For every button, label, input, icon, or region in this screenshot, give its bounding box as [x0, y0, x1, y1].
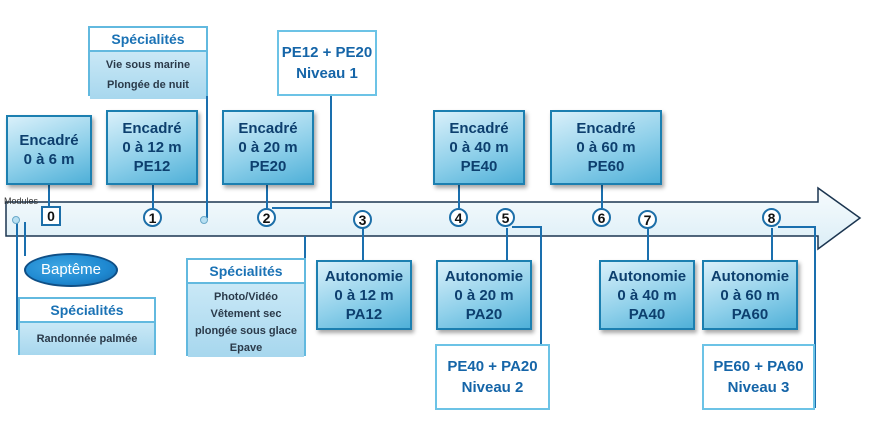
encadre-box-pe20: Encadré 0 à 20 m PE20	[222, 110, 314, 185]
niveau-combo: PE60 + PA60	[713, 358, 804, 375]
module-marker-7: 7	[638, 210, 657, 229]
specialites-title: Spécialités	[20, 299, 154, 323]
encadre-code: PE60	[587, 158, 625, 175]
connector-line	[330, 96, 332, 209]
autonomie-box-pa20: Autonomie 0 à 20 m PA20	[436, 260, 532, 330]
encadre-box-6m: Encadré 0 à 6 m	[6, 115, 92, 185]
specialites-title: Spécialités	[90, 28, 206, 52]
specialite-item: Vêtement sec	[210, 308, 282, 320]
niveau-combo: PE12 + PE20	[281, 44, 373, 61]
connector-line	[647, 228, 649, 260]
encadre-range: 0 à 40 m	[449, 139, 509, 156]
encadre-title: Encadré	[19, 132, 79, 149]
autonomie-title: Autonomie	[324, 267, 404, 285]
connector-line	[771, 228, 773, 260]
connector-line	[814, 226, 816, 408]
timeline-dot	[12, 216, 20, 224]
encadre-title: Encadré	[122, 120, 182, 137]
niveau-3-box: PE60 + PA60 Niveau 3	[702, 344, 815, 410]
autonomie-box-pa12: Autonomie 0 à 12 m PA12	[316, 260, 412, 330]
module-marker-5: 5	[496, 208, 515, 227]
encadre-box-pe40: Encadré 0 à 40 m PE40	[433, 110, 525, 185]
connector-line	[304, 236, 306, 258]
connector-line	[601, 184, 603, 208]
module-marker-6: 6	[592, 208, 611, 227]
specialite-item: Photo/Vidéo	[214, 291, 278, 303]
autonomie-title: Autonomie	[710, 267, 790, 285]
encadre-code: PE40	[460, 158, 498, 175]
bapteme-ellipse: Baptême	[24, 253, 118, 287]
encadre-range: 0 à 6 m	[23, 151, 75, 168]
specialite-item: Plongée de nuit	[107, 79, 189, 91]
connector-line	[206, 48, 208, 218]
niveau-label: Niveau 2	[461, 379, 524, 396]
autonomie-box-pa60: Autonomie 0 à 60 m PA60	[702, 260, 798, 330]
autonomie-title: Autonomie	[444, 267, 524, 285]
connector-line	[24, 222, 26, 256]
niveau-2-box: PE40 + PA20 Niveau 2	[435, 344, 550, 410]
specialite-item: plongée sous glace	[194, 325, 298, 337]
module-marker-1: 1	[143, 208, 162, 227]
connector-line	[152, 184, 154, 208]
encadre-code: PE20	[249, 158, 287, 175]
connector-line	[512, 226, 542, 228]
encadre-title: Encadré	[449, 120, 509, 137]
connector-line	[458, 184, 460, 208]
connector-line	[540, 226, 542, 408]
connector-line	[362, 228, 364, 260]
connector-line	[506, 228, 508, 260]
niveau-combo: PE40 + PA20	[447, 358, 538, 375]
encadre-box-pe12: Encadré 0 à 12 m PE12	[106, 110, 198, 185]
module-marker-2: 2	[257, 208, 276, 227]
autonomie-range: 0 à 60 m	[720, 286, 780, 304]
autonomie-range: 0 à 40 m	[617, 286, 677, 304]
encadre-code: PE12	[133, 158, 171, 175]
encadre-range: 0 à 20 m	[238, 139, 298, 156]
autonomie-box-pa40: Autonomie 0 à 40 m PA40	[599, 260, 695, 330]
connector-line	[272, 207, 332, 209]
autonomie-code: PA60	[731, 305, 769, 323]
encadre-box-pe60: Encadré 0 à 60 m PE60	[550, 110, 662, 185]
specialites-box-rando: Spécialités Randonnée palmée	[18, 297, 156, 355]
timeline-dot	[200, 216, 208, 224]
specialites-title: Spécialités	[188, 260, 304, 284]
module-marker-8: 8	[762, 208, 781, 227]
autonomie-title: Autonomie	[607, 267, 687, 285]
autonomie-range: 0 à 20 m	[454, 286, 514, 304]
encadre-range: 0 à 12 m	[122, 139, 182, 156]
autonomie-code: PA40	[628, 305, 666, 323]
module-marker-0: 0	[41, 206, 61, 226]
specialites-box-bio: Spécialités Vie sous marine Plongée de n…	[88, 26, 208, 99]
encadre-title: Encadré	[238, 120, 298, 137]
specialites-box-tech: Spécialités Photo/Vidéo Vêtement sec plo…	[186, 258, 306, 357]
niveau-1-box: PE12 + PE20 Niveau 1	[277, 30, 377, 96]
encadre-title: Encadré	[576, 120, 636, 137]
encadre-range: 0 à 60 m	[576, 139, 636, 156]
autonomie-range: 0 à 12 m	[334, 286, 394, 304]
specialite-item: Vie sous marine	[105, 59, 191, 71]
specialite-item: Epave	[229, 342, 263, 354]
specialite-item: Randonnée palmée	[36, 333, 138, 345]
modules-label: Modules	[4, 196, 39, 206]
connector-line	[48, 184, 50, 206]
connector-line	[266, 184, 268, 208]
niveau-label: Niveau 1	[296, 65, 358, 82]
connector-line	[778, 226, 816, 228]
module-marker-3: 3	[353, 210, 372, 229]
autonomie-code: PA20	[465, 305, 503, 323]
autonomie-code: PA12	[345, 305, 383, 323]
module-marker-4: 4	[449, 208, 468, 227]
connector-line	[16, 222, 18, 330]
niveau-label: Niveau 3	[727, 379, 790, 396]
